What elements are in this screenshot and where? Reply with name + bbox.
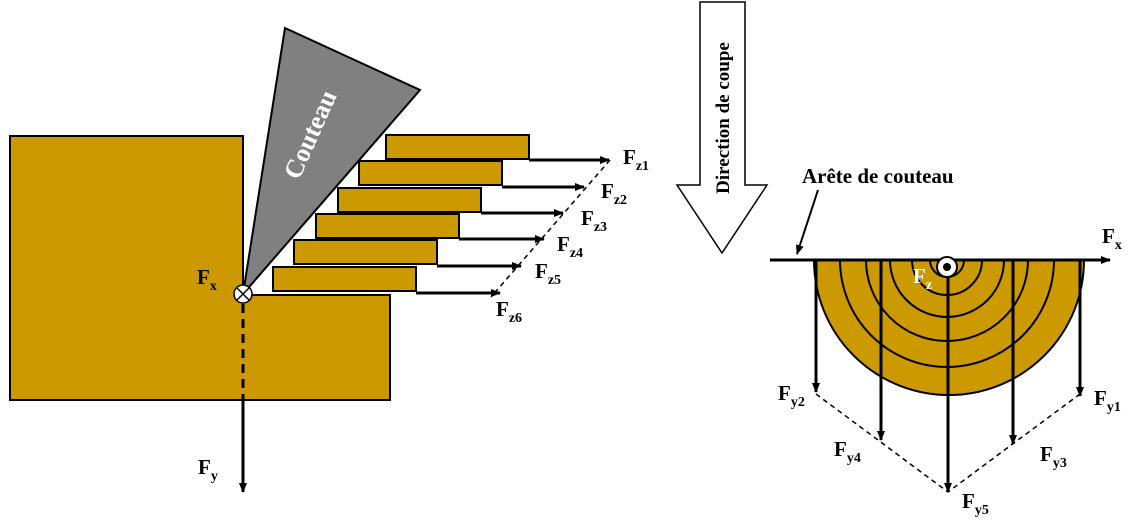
knife-blade xyxy=(241,26,422,298)
ring-2 xyxy=(838,259,1056,368)
fy1-label: Fy1 xyxy=(1094,386,1121,415)
fz3-label: Fz3 xyxy=(581,206,607,235)
ring-3 xyxy=(864,259,1030,342)
fy5-label: Fy5 xyxy=(962,489,989,518)
wood-block xyxy=(9,135,391,401)
fz-envelope-line xyxy=(490,159,611,298)
fz-dot xyxy=(943,263,951,271)
fz1-label: Fz1 xyxy=(623,145,649,174)
right-figure: Fx Arête de couteau Fz Fy1 Fy2 Fy3 Fy4 F… xyxy=(770,164,1122,518)
chip-layer-1 xyxy=(385,134,530,160)
chip-layers xyxy=(272,134,530,292)
fz6-label: Fz6 xyxy=(496,297,522,326)
fz5-label: Fz5 xyxy=(535,259,561,288)
fy-arrows xyxy=(812,260,1084,493)
fy-envelope-line xyxy=(815,393,1081,493)
direction-label: Direction de coupe xyxy=(713,42,734,194)
fz-arrows xyxy=(416,156,610,297)
right-fz-label: Fz xyxy=(913,264,932,293)
knife-edge-label: Arête de couteau xyxy=(802,164,954,188)
ring-4 xyxy=(888,259,1006,318)
fy2-label: Fy2 xyxy=(778,381,805,410)
fy3-label: Fy3 xyxy=(1040,442,1067,471)
fz4-label: Fz4 xyxy=(557,232,583,261)
chip-layer-4 xyxy=(315,213,460,239)
edge-pointer-line xyxy=(796,189,819,255)
fz2-label: Fz2 xyxy=(601,179,627,208)
fy4-label: Fy4 xyxy=(834,437,861,466)
chip-layer-3 xyxy=(337,187,482,213)
left-fx-label: Fx xyxy=(197,265,217,294)
chip-layer-6 xyxy=(272,266,417,292)
chip-layer-2 xyxy=(358,160,503,186)
fx-cross-line-b xyxy=(236,287,250,301)
direction-arrow-shape xyxy=(675,1,769,255)
cutting-direction-arrow: Direction de coupe xyxy=(675,1,769,255)
right-fx-label: Fx xyxy=(1102,224,1122,253)
left-figure: Couteau Fz1 Fz2 Fz3 Fz4 Fz5 Fz6 Fx Fy xyxy=(9,26,649,493)
left-fy-label: Fy xyxy=(198,455,218,484)
chip-layer-5 xyxy=(293,239,438,265)
